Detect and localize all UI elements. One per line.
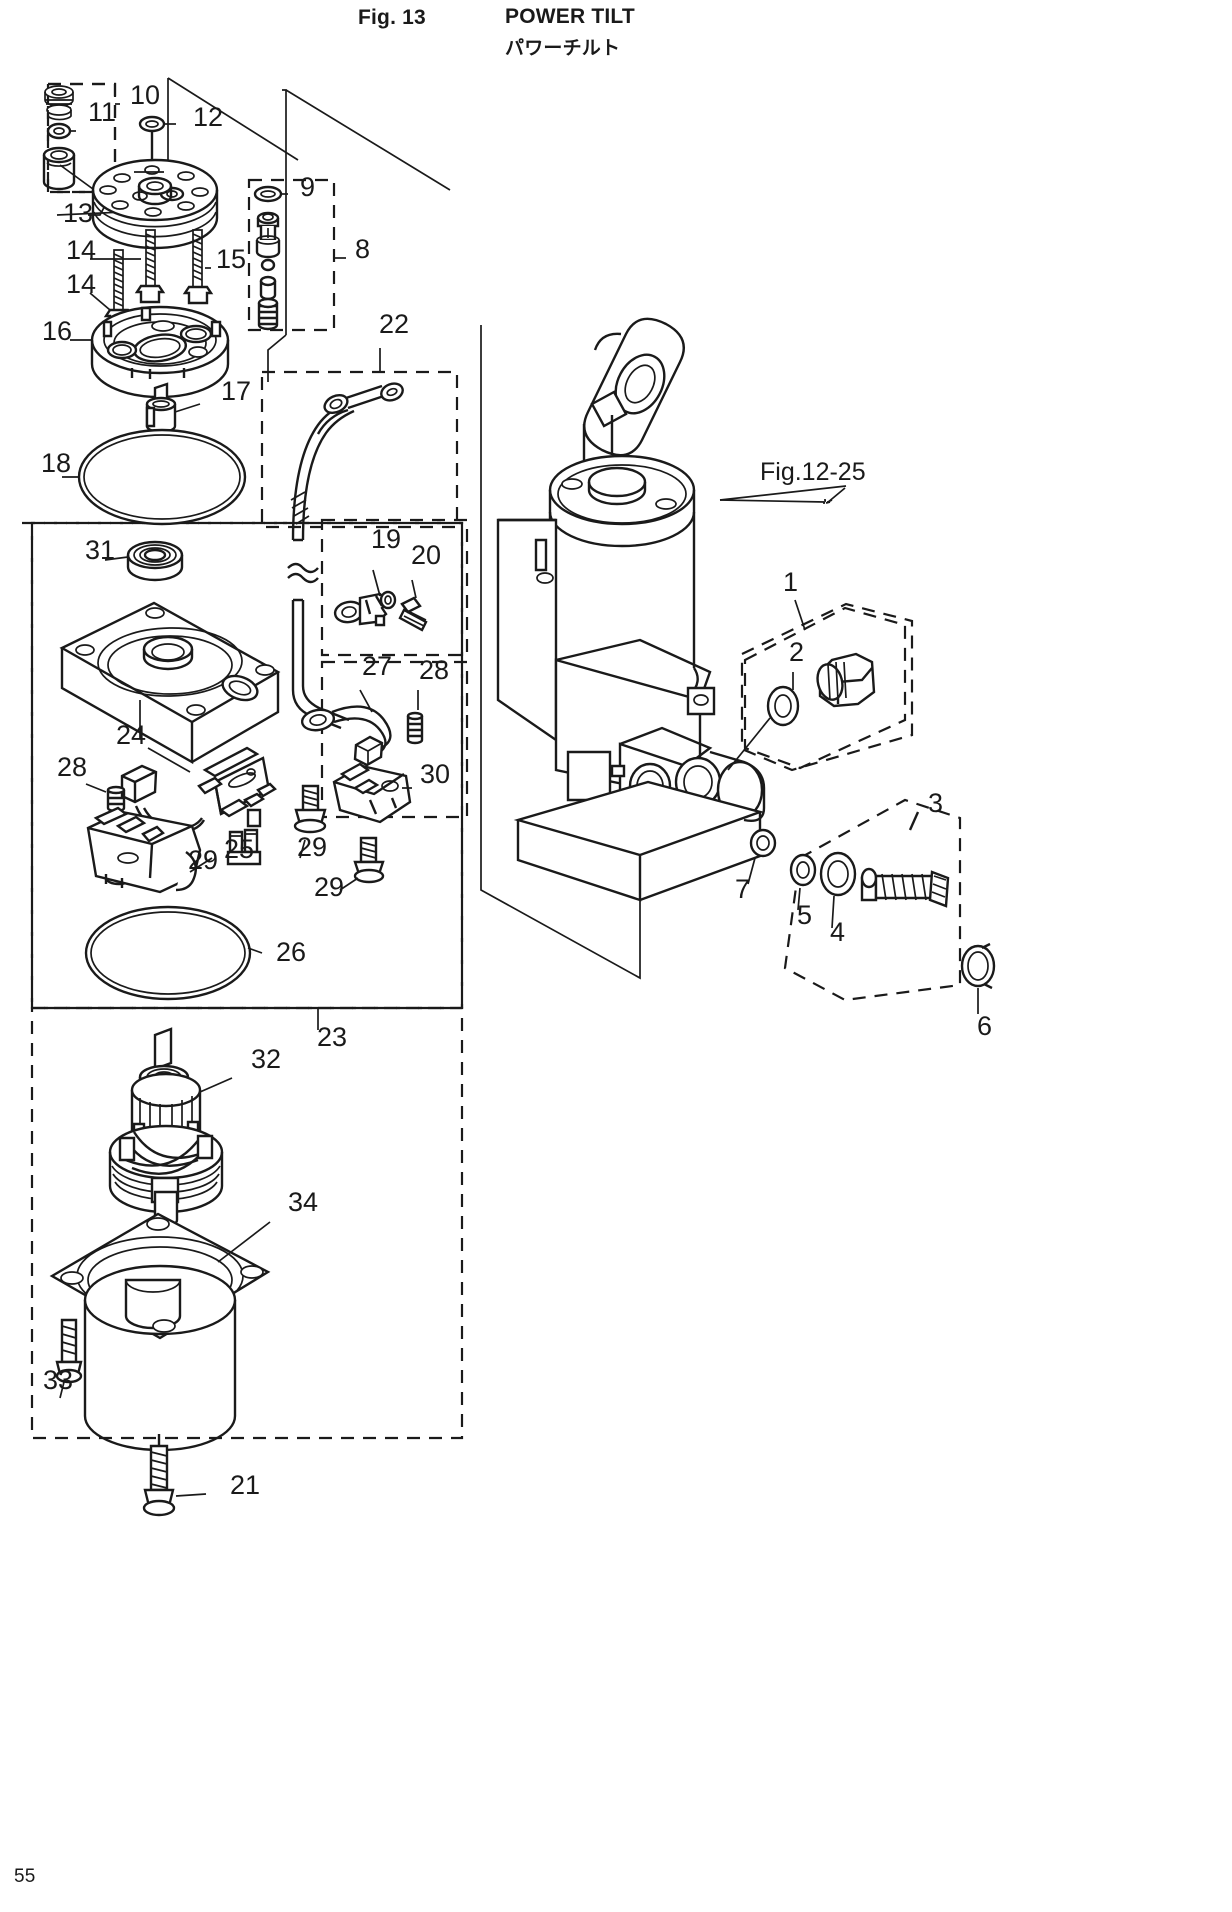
callout-number: 30	[420, 759, 450, 789]
callout-number: 11	[88, 97, 116, 127]
figure-number: Fig. 13	[358, 6, 426, 29]
callout-number: 34	[288, 1187, 318, 1217]
part-7-oring-small	[747, 828, 777, 885]
part-33-screw	[55, 1318, 83, 1399]
part-8-spring	[257, 297, 279, 331]
diagram-title-japanese: パワーチルト	[505, 38, 621, 59]
callout-number: 32	[251, 1044, 281, 1074]
callout-number: 6	[977, 1011, 992, 1041]
callout-number: 31	[85, 535, 115, 565]
callout-number: 16	[42, 316, 72, 346]
part-14-bolt-left	[134, 229, 166, 304]
group-box-motor	[30, 1006, 464, 1440]
group-box-19-20	[320, 518, 469, 657]
callout-number: 14	[66, 269, 96, 299]
callout-number: 9	[300, 172, 315, 202]
part-29-screw-a	[293, 784, 327, 859]
part-16-pump-housing	[90, 305, 230, 399]
part-26-oring-large	[84, 905, 263, 1001]
page-number: 55	[14, 1866, 36, 1887]
callout-number: 29	[314, 872, 344, 902]
part-3-valve-spool	[860, 811, 950, 908]
part-13-pump-body	[91, 158, 219, 250]
part-29-screw-b	[339, 836, 385, 891]
callout-number: 1	[783, 567, 798, 597]
callout-number: 13	[63, 198, 93, 228]
group-box-10	[46, 82, 120, 194]
part-10-bushing-stack	[44, 85, 74, 121]
leader-24	[147, 747, 191, 773]
part-27-jumper-lead	[300, 689, 392, 767]
part-5-oring	[789, 853, 817, 911]
callout-number: 21	[230, 1470, 260, 1500]
callout-number: 3	[928, 788, 943, 818]
part-20-screw	[398, 579, 428, 632]
callout-number: 28	[419, 655, 449, 685]
part-31-bearing	[104, 540, 184, 582]
callout-number: 7	[735, 874, 750, 904]
callout-number: 27	[362, 651, 392, 681]
part-6-retaining-ring	[960, 942, 996, 1014]
callout-number: 24	[116, 720, 146, 750]
callout-number: 29	[188, 845, 218, 875]
group-box-27-30	[320, 660, 469, 819]
part-34-motor-housing	[49, 1212, 271, 1452]
reference-label: Fig.12-25	[760, 458, 866, 486]
callout-number: 29	[297, 832, 327, 862]
part-19-terminal-clamp	[333, 569, 397, 627]
part-24-motor-endcap	[59, 601, 281, 765]
part-1-plug	[794, 599, 876, 708]
callout-number: 8	[355, 234, 370, 264]
callout-number: 25	[224, 834, 254, 864]
callout-number: 19	[371, 524, 401, 554]
part-24-brush-assembly	[120, 746, 277, 866]
callout-number: 17	[221, 376, 251, 406]
part-25-brush-plate	[86, 806, 213, 894]
part-11-oring	[46, 122, 76, 140]
part-17-coupling	[145, 382, 201, 434]
callout-number: 5	[797, 900, 812, 930]
callout-number: 14	[66, 235, 96, 265]
leader-14b	[89, 292, 111, 311]
callout-number: 20	[411, 540, 441, 570]
part-28-spring-right	[406, 690, 424, 745]
callout-number: 18	[41, 448, 71, 478]
callout-number: 4	[830, 917, 845, 947]
reference-labels: Fig.12-25	[760, 458, 866, 486]
callout-number: 10	[130, 80, 160, 110]
tilt-cylinder-assembly	[496, 317, 847, 902]
group-box-23	[22, 521, 464, 1030]
callout-number: 26	[276, 937, 306, 967]
part-4-oring	[819, 851, 857, 929]
callout-number: 15	[216, 244, 246, 274]
group-box-8	[247, 178, 346, 332]
part-9-oring	[253, 185, 288, 203]
part-18-oring-large	[62, 428, 247, 526]
part-32-armature	[108, 1027, 233, 1228]
part-30-brush-holder	[332, 762, 412, 824]
group-box-3	[783, 798, 962, 1002]
callout-number: 23	[317, 1022, 347, 1052]
part-21-bolt	[142, 1434, 207, 1517]
callout-number: 28	[57, 752, 87, 782]
diagram-title-english: POWER TILT	[505, 5, 635, 28]
part-2-oring	[727, 672, 800, 771]
part-15-bolt-right	[182, 229, 214, 305]
group-box-22	[260, 348, 459, 529]
callout-number: 12	[193, 102, 223, 132]
part-13-lower-bushing	[42, 146, 76, 191]
callout-number: 22	[379, 309, 409, 339]
callout-number: 2	[789, 637, 804, 667]
assembly-construction-lines	[480, 325, 641, 980]
callout-number: 33	[43, 1365, 73, 1395]
part-8-relief-valve	[255, 211, 281, 331]
